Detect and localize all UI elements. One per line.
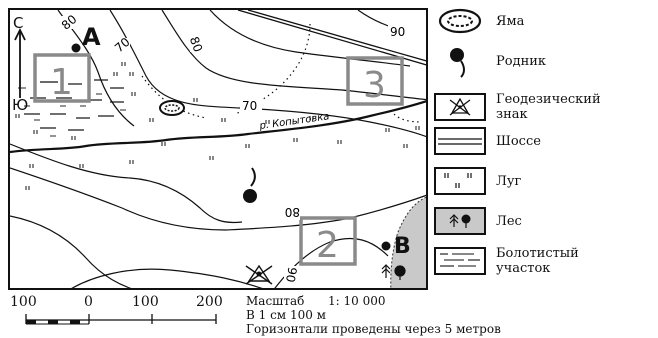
geodetic-sign-symbol bbox=[245, 264, 273, 285]
meadow-marks bbox=[15, 62, 420, 190]
legend-item-swamp: Болотистый участок bbox=[432, 246, 636, 276]
square-1-label: 1 bbox=[50, 62, 73, 103]
map-canvas: р. Копытовка bbox=[10, 10, 426, 288]
svg-text:80: 80 bbox=[187, 35, 205, 54]
swamp-area bbox=[24, 79, 124, 131]
scale-per-cm: В 1 см 100 м bbox=[246, 308, 327, 322]
legend-label-pit: Яма bbox=[496, 13, 525, 29]
map-area: р. Копытовка bbox=[8, 8, 428, 290]
svg-text:90: 90 bbox=[390, 25, 405, 39]
north-label: С bbox=[13, 14, 23, 32]
scale-ratio-line: Масштаб 1: 10 000 bbox=[246, 294, 501, 308]
square-3: 3 bbox=[346, 56, 404, 106]
legend-item-highway: Шоссе bbox=[432, 126, 541, 156]
contour-label-80-lower: 80 bbox=[280, 205, 300, 220]
contour-label-90-bottom: 90 bbox=[283, 266, 299, 286]
scale-info: Масштаб 1: 10 000 В 1 см 100 м Горизонта… bbox=[246, 294, 501, 336]
square-2: 2 bbox=[299, 216, 357, 266]
north-arrow bbox=[14, 27, 26, 98]
square-3-label: 3 bbox=[363, 65, 386, 106]
contour-label-90-top: 90 bbox=[388, 24, 410, 39]
contour-interval-note: Горизонтали проведены через 5 метров bbox=[246, 322, 501, 336]
square-1: 1 bbox=[33, 53, 91, 103]
legend-item-pit: Яма bbox=[432, 6, 524, 36]
pit-symbol bbox=[159, 100, 185, 116]
forest-tree-marks bbox=[381, 264, 406, 280]
scale-tick-label-100: 100 bbox=[132, 294, 159, 310]
river-line bbox=[10, 100, 426, 154]
spring-icon bbox=[450, 48, 465, 78]
svg-text:70: 70 bbox=[112, 35, 133, 56]
point-a-label: A bbox=[82, 23, 101, 51]
map-legend: Яма Родник Геодезический знак bbox=[432, 6, 656, 296]
scale-ruler bbox=[25, 314, 217, 325]
contour-lines bbox=[10, 10, 426, 288]
point-a-dot bbox=[71, 43, 81, 53]
scale-tick-label-100-left: 100 bbox=[10, 294, 37, 310]
swamp-icon bbox=[434, 247, 486, 275]
meadow-icon bbox=[434, 167, 486, 195]
square-2-label: 2 bbox=[316, 225, 339, 266]
svg-text:70: 70 bbox=[242, 99, 257, 113]
contour-label-80-upper: 80 bbox=[187, 35, 206, 54]
south-label: Ю bbox=[12, 96, 28, 114]
highway-icon bbox=[434, 127, 486, 155]
scale-ratio: 1: 10 000 bbox=[328, 294, 386, 308]
point-b-dot bbox=[381, 241, 391, 251]
legend-label-highway: Шоссе bbox=[496, 133, 541, 149]
legend-label-spring: Родник bbox=[496, 53, 547, 69]
contour-label-70-middle: 70 bbox=[240, 98, 262, 113]
scale-tick-label-200: 200 bbox=[196, 294, 223, 310]
legend-label-forest: Лес bbox=[496, 213, 522, 229]
legend-label-meadow: Луг bbox=[496, 173, 522, 189]
legend-item-meadow: Луг bbox=[432, 166, 521, 196]
forest-icon bbox=[434, 207, 486, 235]
swamp-strokes bbox=[18, 87, 126, 137]
legend-item-geodetic: Геодезический знак bbox=[432, 92, 636, 122]
contour-label-70-left: 70 bbox=[112, 35, 133, 56]
legend-label-geodetic: Геодезический знак bbox=[496, 92, 601, 122]
point-b-label: B bbox=[394, 234, 411, 259]
scale-caption: Масштаб bbox=[246, 294, 305, 308]
legend-label-swamp: Болотистый участок bbox=[496, 246, 579, 276]
pit-icon bbox=[438, 8, 482, 34]
scale-tick-label-0: 0 bbox=[84, 294, 93, 310]
geodetic-sign-icon bbox=[434, 93, 486, 121]
svg-text:80: 80 bbox=[285, 205, 300, 219]
svg-text:90: 90 bbox=[283, 266, 299, 283]
contour-label-80-top: 80 bbox=[59, 12, 80, 33]
spring-symbol bbox=[243, 167, 257, 203]
scale-bar: 100 0 100 200 bbox=[0, 294, 240, 338]
forest-area bbox=[390, 196, 426, 288]
legend-item-spring: Родник bbox=[432, 46, 547, 78]
legend-item-forest: Лес bbox=[432, 206, 522, 236]
